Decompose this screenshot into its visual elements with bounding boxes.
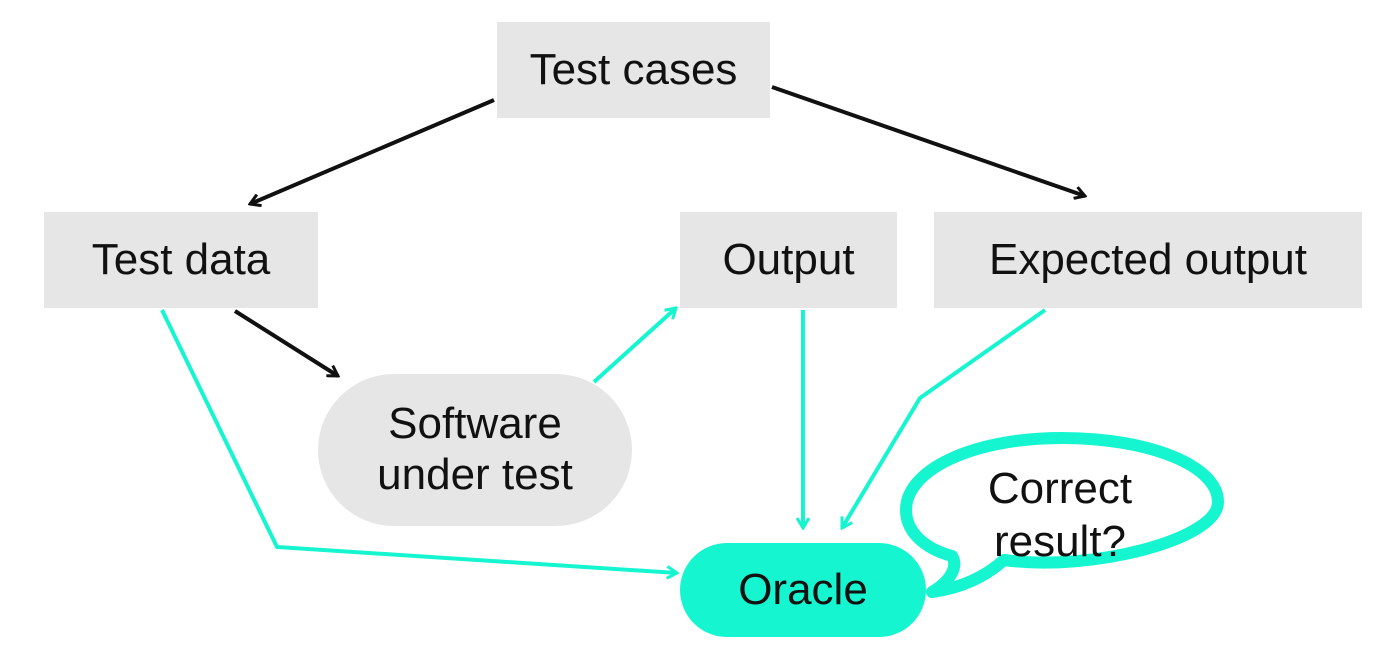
node-expected-output-label: Expected output xyxy=(988,234,1307,284)
arrow-testcases-to-expected xyxy=(771,85,1085,196)
node-test-cases: Test cases xyxy=(497,22,770,118)
arrow-software-to-output xyxy=(592,308,676,384)
callout-text: Correct result? xyxy=(930,456,1190,576)
node-output-label: Output xyxy=(722,234,855,284)
node-oracle-label: Oracle xyxy=(738,564,868,614)
node-software-under-test: Software under test xyxy=(318,374,632,526)
node-test-data-label: Test data xyxy=(91,234,271,284)
node-expected-output: Expected output xyxy=(934,212,1362,308)
arrow-testdata-to-software xyxy=(233,309,338,378)
arrow-testdata-to-oracle xyxy=(160,309,677,573)
node-oracle: Oracle xyxy=(680,543,926,637)
arrow-expected-to-oracle xyxy=(840,308,1047,528)
node-software-label-line1: Software xyxy=(388,399,562,449)
speech-bubble xyxy=(900,432,1224,598)
node-test-data: Test data xyxy=(44,212,318,308)
node-output: Output xyxy=(680,212,897,308)
callout-line2: result? xyxy=(993,517,1127,566)
arrow-testcases-to-testdata xyxy=(250,98,495,204)
callout-line1: Correct xyxy=(987,464,1133,514)
node-test-cases-label: Test cases xyxy=(529,44,738,94)
node-software-label-line2: under test xyxy=(377,450,573,499)
